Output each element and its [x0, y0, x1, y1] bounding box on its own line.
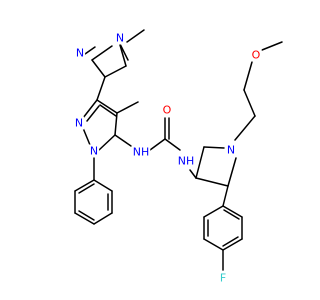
bond	[203, 146, 225, 149]
bond	[96, 76, 106, 101]
bond	[223, 209, 240, 220]
molecule-canvas: N N N N NH O NH N O F	[73, 29, 283, 285]
atom-label-background	[131, 145, 151, 159]
bond	[78, 210, 95, 221]
bond	[222, 238, 243, 251]
atom-label-background	[176, 154, 196, 168]
bond	[74, 179, 95, 192]
bond	[227, 157, 237, 187]
bond	[78, 183, 95, 194]
bond	[99, 104, 117, 117]
bond	[189, 169, 197, 179]
atom-n-pyrazole-methyl: N	[116, 32, 124, 45]
bond	[93, 179, 113, 192]
bond	[203, 238, 224, 251]
bond	[222, 205, 243, 218]
bond	[93, 212, 113, 225]
atom-f-aryl: F	[220, 272, 226, 285]
bond	[119, 43, 129, 61]
bond	[114, 134, 132, 147]
atom-n-urea-right: NH	[178, 155, 195, 168]
bond	[149, 138, 166, 151]
atom-label-background	[250, 48, 262, 62]
bond	[164, 138, 181, 151]
atom-o-urea: O	[163, 104, 172, 117]
atom-labels: N N N N NH O NH N O F	[75, 32, 261, 285]
bond	[234, 115, 256, 141]
bond	[222, 236, 239, 247]
bond	[96, 99, 118, 114]
bond	[119, 44, 127, 67]
atom-label-background	[225, 143, 237, 157]
atom-label-background	[114, 31, 126, 45]
atom-n-urea-left: NH	[133, 146, 150, 159]
molecule-structure: N N N N NH O NH N O F	[73, 29, 283, 285]
bond	[82, 99, 98, 119]
atom-label-background	[161, 103, 173, 117]
atom-label-background	[73, 116, 85, 130]
atom-n-pyrazole-2: N	[76, 47, 84, 60]
bond	[243, 61, 253, 91]
atom-label-background	[218, 271, 228, 285]
atom-o-methoxy: O	[252, 49, 261, 62]
bond	[98, 134, 116, 151]
atom-n-pyrrolidine: N	[227, 144, 235, 157]
bond	[84, 46, 96, 55]
bond	[114, 112, 118, 136]
bond	[203, 205, 224, 218]
bond	[126, 29, 145, 43]
bond	[74, 212, 95, 225]
bond	[91, 45, 113, 61]
bond	[116, 101, 139, 114]
atom-n-pyrazole-main-2: N	[75, 117, 83, 130]
atom-n-pyrazole-main-1: N	[90, 145, 98, 158]
bond	[86, 105, 100, 122]
bond	[91, 59, 106, 78]
atom-label-backgrounds	[73, 31, 262, 285]
bonds	[74, 29, 283, 271]
atom-label-background	[88, 144, 100, 158]
bond	[195, 177, 229, 187]
bond	[82, 127, 91, 146]
bond	[243, 89, 256, 117]
bond	[104, 65, 127, 78]
bond	[195, 146, 205, 179]
atom-label-background	[74, 46, 86, 60]
bond	[222, 185, 229, 207]
bond	[261, 41, 283, 51]
